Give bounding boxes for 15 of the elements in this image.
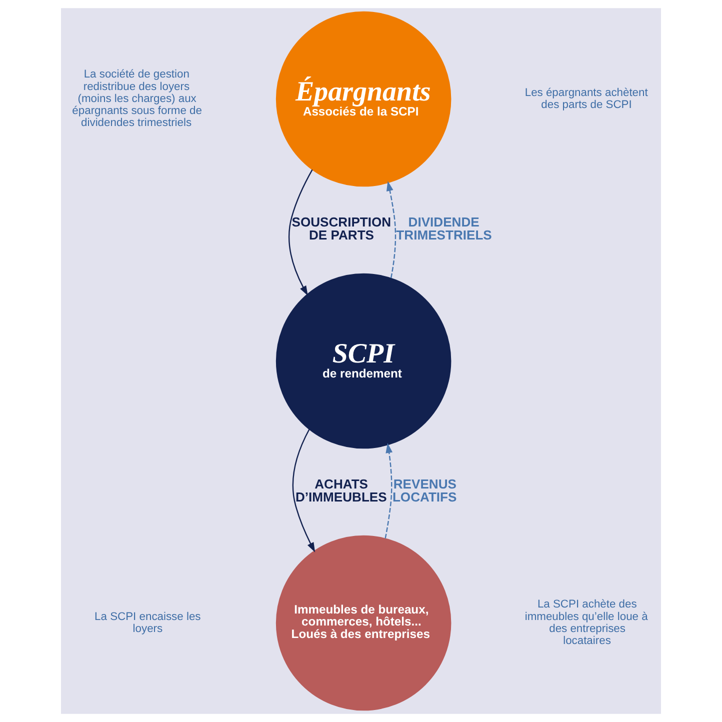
edge-label: DIVIDENDE TRIMESTRIELS: [396, 214, 492, 243]
arrow: [292, 429, 316, 552]
edge-label: REVENUS LOCATIFS: [392, 476, 457, 505]
node-circle: Immeubles de bureaux, commerces, hôtels... Loués à des entreprises: [276, 535, 452, 711]
label: La société de gestion redistribue des loyers (moins les charges) aux épargnants sous forme de dividendes trimestriels: [72, 68, 202, 130]
label: Les épargnants achètent des parts de SCPI: [524, 86, 648, 111]
label: La SCPI achète des immeubles qu’elle loue à des entreprises locataires: [524, 598, 648, 648]
label: La SCPI encaisse les loyers: [94, 610, 201, 635]
node-circle: SCPI de rendement: [276, 273, 452, 449]
edge-label: SOUSCRIPTION DE PARTS: [292, 214, 392, 243]
edge-label: ACHATS D’IMMEUBLES: [296, 476, 387, 505]
node-circle: Épargnants Associés de la SCPI: [276, 11, 452, 187]
arrow: [386, 181, 396, 278]
arrow: [384, 443, 393, 539]
arrow: [288, 169, 313, 296]
